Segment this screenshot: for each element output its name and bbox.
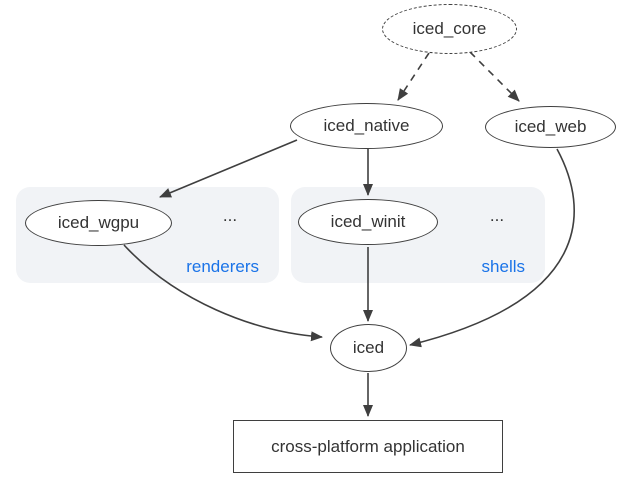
node-iced-core: iced_core [382,4,517,54]
node-iced-winit: iced_winit [298,199,438,245]
node-iced-web: iced_web [485,106,616,148]
edge-iced_core-iced_web [469,51,520,102]
node-iced-native-label: iced_native [323,116,410,135]
renderers-ellipsis: ... [222,206,238,225]
shells-label: shells [481,257,525,276]
node-iced-native: iced_native [290,103,443,149]
node-iced-web-label: iced_web [514,117,587,136]
node-iced-wgpu: iced_wgpu [25,200,172,246]
edge-iced_core-iced_native [397,52,430,101]
node-iced-label: iced [352,338,385,357]
node-iced-wgpu-label: iced_wgpu [57,213,140,232]
renderers-label: renderers [186,257,259,276]
node-iced-winit-label: iced_winit [330,212,406,231]
node-application-label: cross-platform application [271,436,465,456]
node-iced: iced [330,324,407,372]
node-cross-platform-application: cross-platform application [233,420,503,473]
shells-ellipsis: ... [489,206,505,225]
node-iced-core-label: iced_core [412,19,487,38]
